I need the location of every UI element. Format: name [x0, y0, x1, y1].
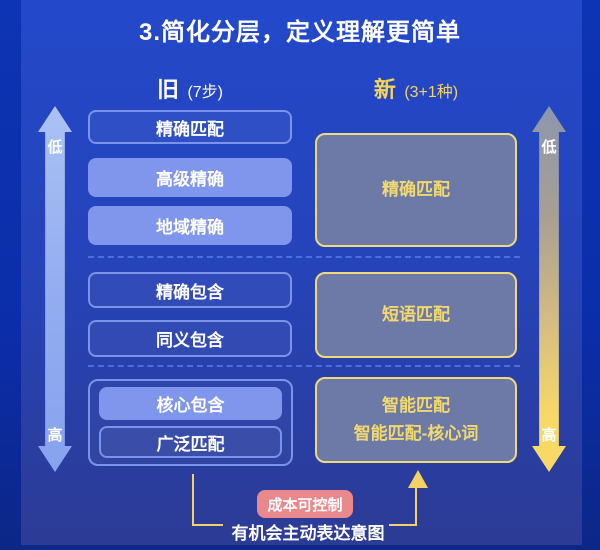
footer-up-arrow-icon	[408, 470, 428, 488]
tier-separator-1	[88, 256, 520, 258]
new-column-sublabel: (3+1种)	[404, 84, 459, 101]
old-box-advanced-exact: 高级精确	[88, 158, 292, 197]
old-box-regional-exact: 地域精确	[88, 206, 292, 245]
right-axis-low-label: 低	[541, 139, 557, 156]
old-box-synonym-include: 同义包含	[88, 320, 292, 357]
footer-caption: 有机会主动表达意图	[231, 524, 385, 543]
page-title: 3.简化分层，定义理解更简单	[138, 19, 461, 46]
old-column-label: 旧	[156, 77, 179, 102]
right-axis-high-label: 高	[541, 427, 557, 444]
old-box-broad-match: 广泛匹配	[99, 426, 282, 458]
old-tier3-group-box	[88, 379, 293, 466]
left-axis-low-label: 低	[47, 139, 63, 156]
old-column-sublabel: (7步)	[187, 84, 224, 101]
old-box-exact-include: 精确包含	[88, 272, 292, 308]
new-column-header: 新 (3+1种)	[315, 72, 517, 104]
new-box-phrase-match-label: 短语匹配	[382, 304, 450, 324]
old-column-header: 旧 (7步)	[88, 72, 292, 104]
new-box-exact-match: 精确匹配	[315, 133, 517, 247]
footer-right-bracket	[389, 488, 417, 526]
new-box-smart-match-line2: 智能匹配-核心词	[353, 424, 479, 443]
new-column-label: 新	[373, 77, 396, 102]
new-box-smart-match-line1: 智能匹配	[382, 395, 450, 415]
old-box-exact-match: 精确匹配	[88, 110, 292, 144]
left-axis-high-label: 高	[47, 427, 63, 444]
new-box-exact-match-label: 精确匹配	[382, 179, 450, 199]
tier-separator-2	[88, 365, 520, 367]
new-box-smart-match: 智能匹配 智能匹配-核心词	[315, 377, 517, 463]
new-box-phrase-match: 短语匹配	[315, 272, 517, 358]
cost-controllable-badge: 成本可控制	[257, 490, 353, 518]
old-box-core-include: 核心包含	[99, 387, 282, 420]
footer-left-bracket	[192, 474, 223, 526]
